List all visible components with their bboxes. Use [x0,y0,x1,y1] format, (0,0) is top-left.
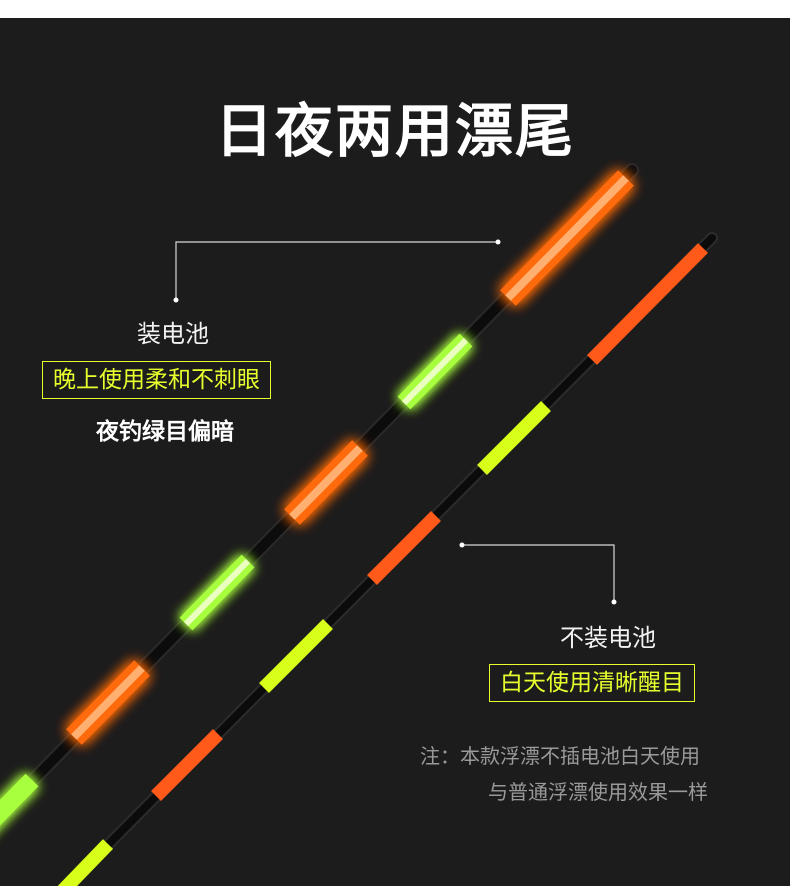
battery-callout-dot [173,297,179,303]
battery-callout-line [175,241,498,300]
page-title: 日夜两用漂尾 [214,97,575,165]
float-tips-illustration [0,163,718,886]
yellow-day-segment [57,839,114,886]
note-line-1: 注：本款浮漂不插电池白天使用 [420,744,700,768]
daytime-float [57,232,718,886]
no-battery-highlight-box: 白天使用清晰醒目 [489,664,695,702]
orange-glow-core [505,175,629,301]
orange-day-segment [151,729,223,801]
battery-label: 装电池 [137,320,209,348]
orange-day-segment [367,511,441,585]
product-banner: 日夜两用漂尾 装电池 晚上使用柔和不刺眼 夜钓绿目偏暗 不装电池 白天使用清晰醒… [0,18,790,886]
green-glow-core [183,558,251,627]
no-battery-label: 不装电池 [560,624,656,652]
battery-detail: 夜钓绿目偏暗 [96,419,234,445]
orange-day-segment [587,243,708,365]
battery-callout-dot [495,239,501,245]
green-glow-segment [0,773,39,826]
no-battery-callout-dot [611,599,617,605]
note-line-2: 与普通浮漂使用效果一样 [488,780,708,804]
orange-glow-core [289,445,363,520]
no-battery-callout-dot [459,542,465,548]
battery-highlight-box: 晚上使用柔和不刺眼 [42,361,271,399]
illuminated-float [0,163,639,826]
no-battery-callout [459,542,617,605]
green-glow-core [401,337,469,406]
yellow-day-segment [477,401,551,475]
battery-callout [173,239,501,303]
yellow-day-segment [259,619,333,693]
no-battery-callout-line [462,544,615,602]
orange-glow-core [71,665,145,740]
